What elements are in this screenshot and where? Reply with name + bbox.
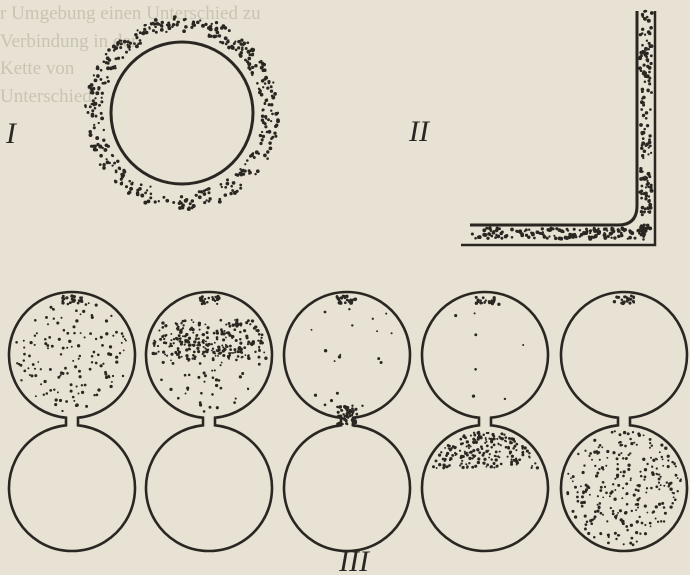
figure-3-label: III bbox=[338, 545, 371, 575]
cell-outline bbox=[146, 292, 272, 551]
cell-outline bbox=[422, 292, 548, 551]
figure-3-cell-pairs bbox=[9, 292, 687, 551]
cell-pair bbox=[561, 292, 687, 551]
cell-pair bbox=[146, 292, 272, 551]
figure-1-label: I bbox=[5, 117, 18, 150]
inner-cell-wall bbox=[111, 42, 253, 184]
cell-pair bbox=[422, 292, 548, 551]
figure-2-label: II bbox=[408, 115, 431, 148]
dotted-ring bbox=[84, 15, 280, 211]
cell-pair bbox=[9, 292, 135, 551]
cell-outline bbox=[561, 292, 687, 551]
figure-2-corner bbox=[461, 10, 655, 245]
figure-1-cell bbox=[84, 15, 280, 211]
outer-corner-wall bbox=[461, 11, 655, 245]
cell-pair bbox=[284, 292, 410, 551]
dotted-band bbox=[471, 10, 654, 241]
inner-corner-wall bbox=[470, 11, 637, 225]
